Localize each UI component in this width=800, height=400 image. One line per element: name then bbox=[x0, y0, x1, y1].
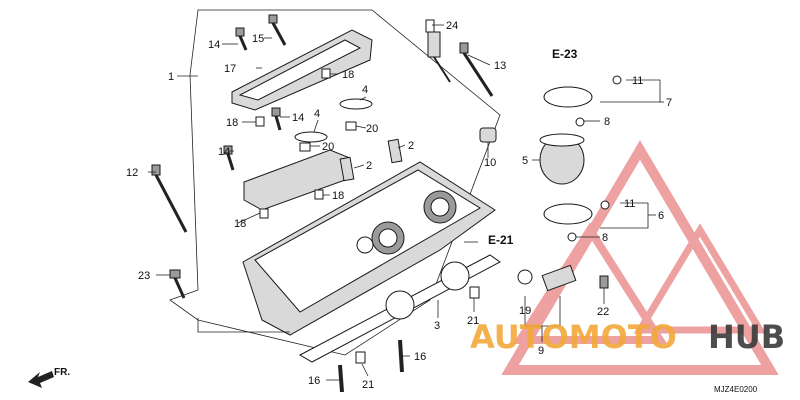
bolt-13 bbox=[459, 42, 494, 97]
direction-label: FR. bbox=[54, 367, 70, 378]
callout-22: 22 bbox=[597, 306, 609, 318]
callout-11-top: 11 bbox=[632, 75, 643, 87]
dowel-21a bbox=[469, 286, 480, 299]
bolt-14-mid bbox=[271, 107, 282, 131]
callout-21-low: 21 bbox=[362, 379, 374, 391]
callout-12: 12 bbox=[126, 167, 138, 179]
o-ring-19 bbox=[517, 269, 533, 285]
clamp-7 bbox=[543, 86, 593, 108]
leader-lines bbox=[148, 24, 664, 381]
callout-6: 6 bbox=[658, 210, 664, 222]
callout-18-mid: 18 bbox=[226, 117, 238, 129]
callout-14-top: 14 bbox=[208, 39, 220, 51]
insulator-5-top bbox=[539, 133, 585, 147]
stud-16b bbox=[338, 364, 344, 393]
callout-20-mid: 20 bbox=[322, 141, 334, 153]
section-ref-e23[interactable]: E-23 bbox=[552, 47, 578, 61]
callout-2-low: 2 bbox=[366, 160, 372, 172]
dowel-pin-18b bbox=[255, 116, 265, 127]
callout-16-right: 16 bbox=[414, 351, 426, 363]
callout-15: 15 bbox=[252, 33, 264, 45]
cap-10 bbox=[479, 127, 497, 143]
callout-21-right: 21 bbox=[467, 315, 479, 327]
callout-14-low: 14 bbox=[218, 146, 230, 158]
clamp-6 bbox=[543, 203, 593, 225]
screw-11a bbox=[612, 75, 622, 85]
callout-4-mid: 4 bbox=[314, 108, 320, 120]
callout-23: 23 bbox=[138, 270, 150, 282]
front-direction-arrow-icon bbox=[28, 371, 54, 388]
callout-17: 17 bbox=[224, 63, 236, 75]
sleeve-2b bbox=[339, 156, 355, 182]
callout-3: 3 bbox=[434, 320, 440, 332]
callout-7: 7 bbox=[666, 97, 672, 109]
sleeve-2a bbox=[387, 138, 403, 164]
intake-port-2-inner bbox=[430, 197, 450, 217]
cylinder-head-frame bbox=[169, 9, 501, 356]
callout-18-low: 18 bbox=[234, 218, 246, 230]
nut-8a bbox=[575, 117, 585, 127]
callout-11-low: 11 bbox=[624, 198, 635, 210]
intake-port-1-inner bbox=[378, 228, 398, 248]
spark-plug-24 bbox=[425, 19, 451, 83]
callout-13: 13 bbox=[494, 60, 506, 72]
bolt-12 bbox=[151, 164, 188, 233]
section-ref-e21[interactable]: E-21 bbox=[488, 233, 514, 247]
bolt-14-low bbox=[223, 145, 235, 171]
rubber-20a bbox=[345, 121, 357, 131]
callout-8-top: 8 bbox=[604, 116, 610, 128]
screw-11b bbox=[600, 200, 610, 210]
callout-16-left: 16 bbox=[308, 375, 320, 387]
watermark-text-hub: HUB bbox=[708, 318, 785, 356]
callout-4-top: 4 bbox=[362, 84, 368, 96]
bolt-23 bbox=[169, 269, 186, 299]
diagram-code: MJZ4E0200 bbox=[714, 385, 758, 394]
sensor-9 bbox=[541, 264, 577, 292]
gasket-bore-1 bbox=[385, 290, 415, 320]
sensor-port bbox=[356, 236, 374, 254]
callout-20-top: 20 bbox=[366, 123, 378, 135]
bolt-15 bbox=[268, 14, 287, 46]
callout-19: 19 bbox=[519, 305, 531, 317]
nut-8b bbox=[567, 232, 577, 242]
stud-16a bbox=[398, 339, 404, 373]
callout-1: 1 bbox=[168, 71, 174, 83]
rubber-20b bbox=[299, 142, 311, 152]
callout-18-top: 18 bbox=[342, 69, 354, 81]
dowel-pin-18c bbox=[314, 189, 324, 200]
seal-4b bbox=[294, 131, 328, 143]
dowel-pin-18d bbox=[259, 208, 269, 219]
callout-14-mid: 14 bbox=[292, 112, 304, 124]
cam-holder-upper-inner bbox=[238, 39, 362, 101]
dowel-pin-18a bbox=[321, 68, 331, 79]
callout-10: 10 bbox=[484, 157, 496, 169]
watermark-text-automoto: AUTOMOTO bbox=[470, 318, 677, 356]
callout-2-top: 2 bbox=[408, 140, 414, 152]
callout-9: 9 bbox=[538, 345, 544, 357]
bolt-22 bbox=[599, 275, 609, 289]
callout-18-lower: 18 bbox=[332, 190, 344, 202]
gasket-bore-2 bbox=[440, 261, 470, 291]
callout-5: 5 bbox=[522, 155, 528, 167]
dowel-21b bbox=[355, 351, 366, 364]
callout-8-low: 8 bbox=[602, 232, 608, 244]
callout-24: 24 bbox=[446, 20, 458, 32]
bolt-14-top bbox=[235, 27, 248, 51]
seal-4a bbox=[339, 98, 373, 110]
